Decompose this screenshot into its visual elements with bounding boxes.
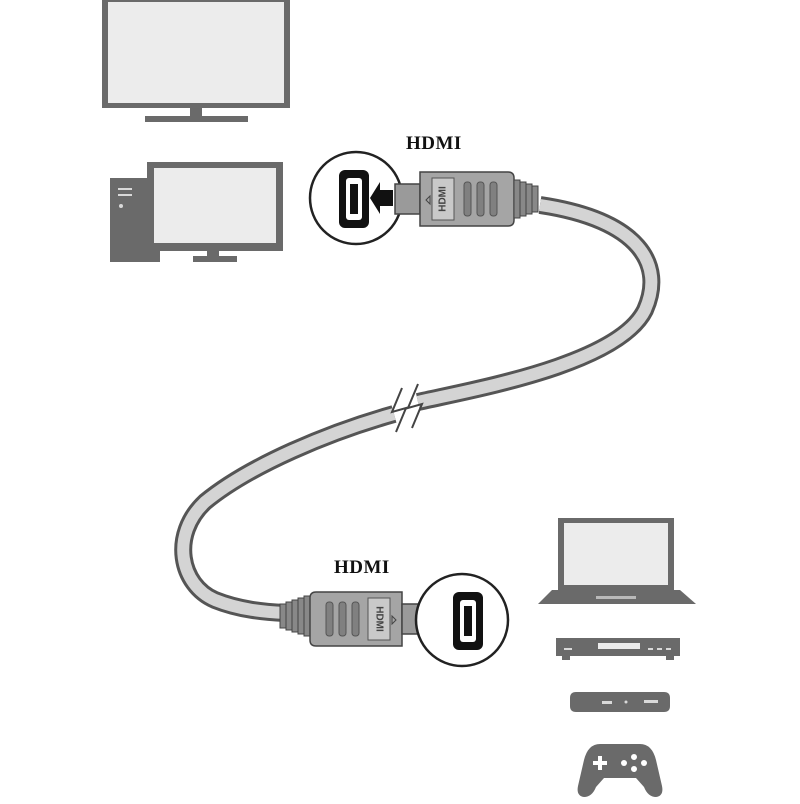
cable-break-mark-right	[406, 383, 424, 429]
gamepad-icon	[577, 744, 663, 797]
top-hdmi-connector: HDMI	[308, 150, 539, 246]
bottom-hdmi-port-icon	[453, 592, 483, 650]
desktop-computer-icon	[110, 162, 283, 262]
top-plug-tip	[394, 183, 421, 215]
bottom-connector-label: HDMI	[334, 557, 390, 578]
set-top-box-icon	[570, 692, 670, 712]
hdmi-cable	[174, 196, 661, 622]
laptop-icon	[538, 518, 696, 604]
bottom-plug-imprint: HDMI	[373, 606, 384, 632]
top-hdmi-port-icon	[339, 170, 369, 228]
top-connector-label: HDMI	[406, 133, 462, 154]
insert-arrow-left-icon	[370, 182, 393, 214]
bottom-strain-relief	[279, 595, 311, 637]
cable-break-mark-left	[390, 387, 408, 433]
dvd-player-icon	[556, 638, 680, 660]
top-strain-relief	[513, 179, 539, 219]
bottom-hdmi-connector: HDMI	[279, 572, 510, 668]
top-plug-imprint: HDMI	[438, 186, 449, 212]
tv-icon	[102, 0, 290, 122]
